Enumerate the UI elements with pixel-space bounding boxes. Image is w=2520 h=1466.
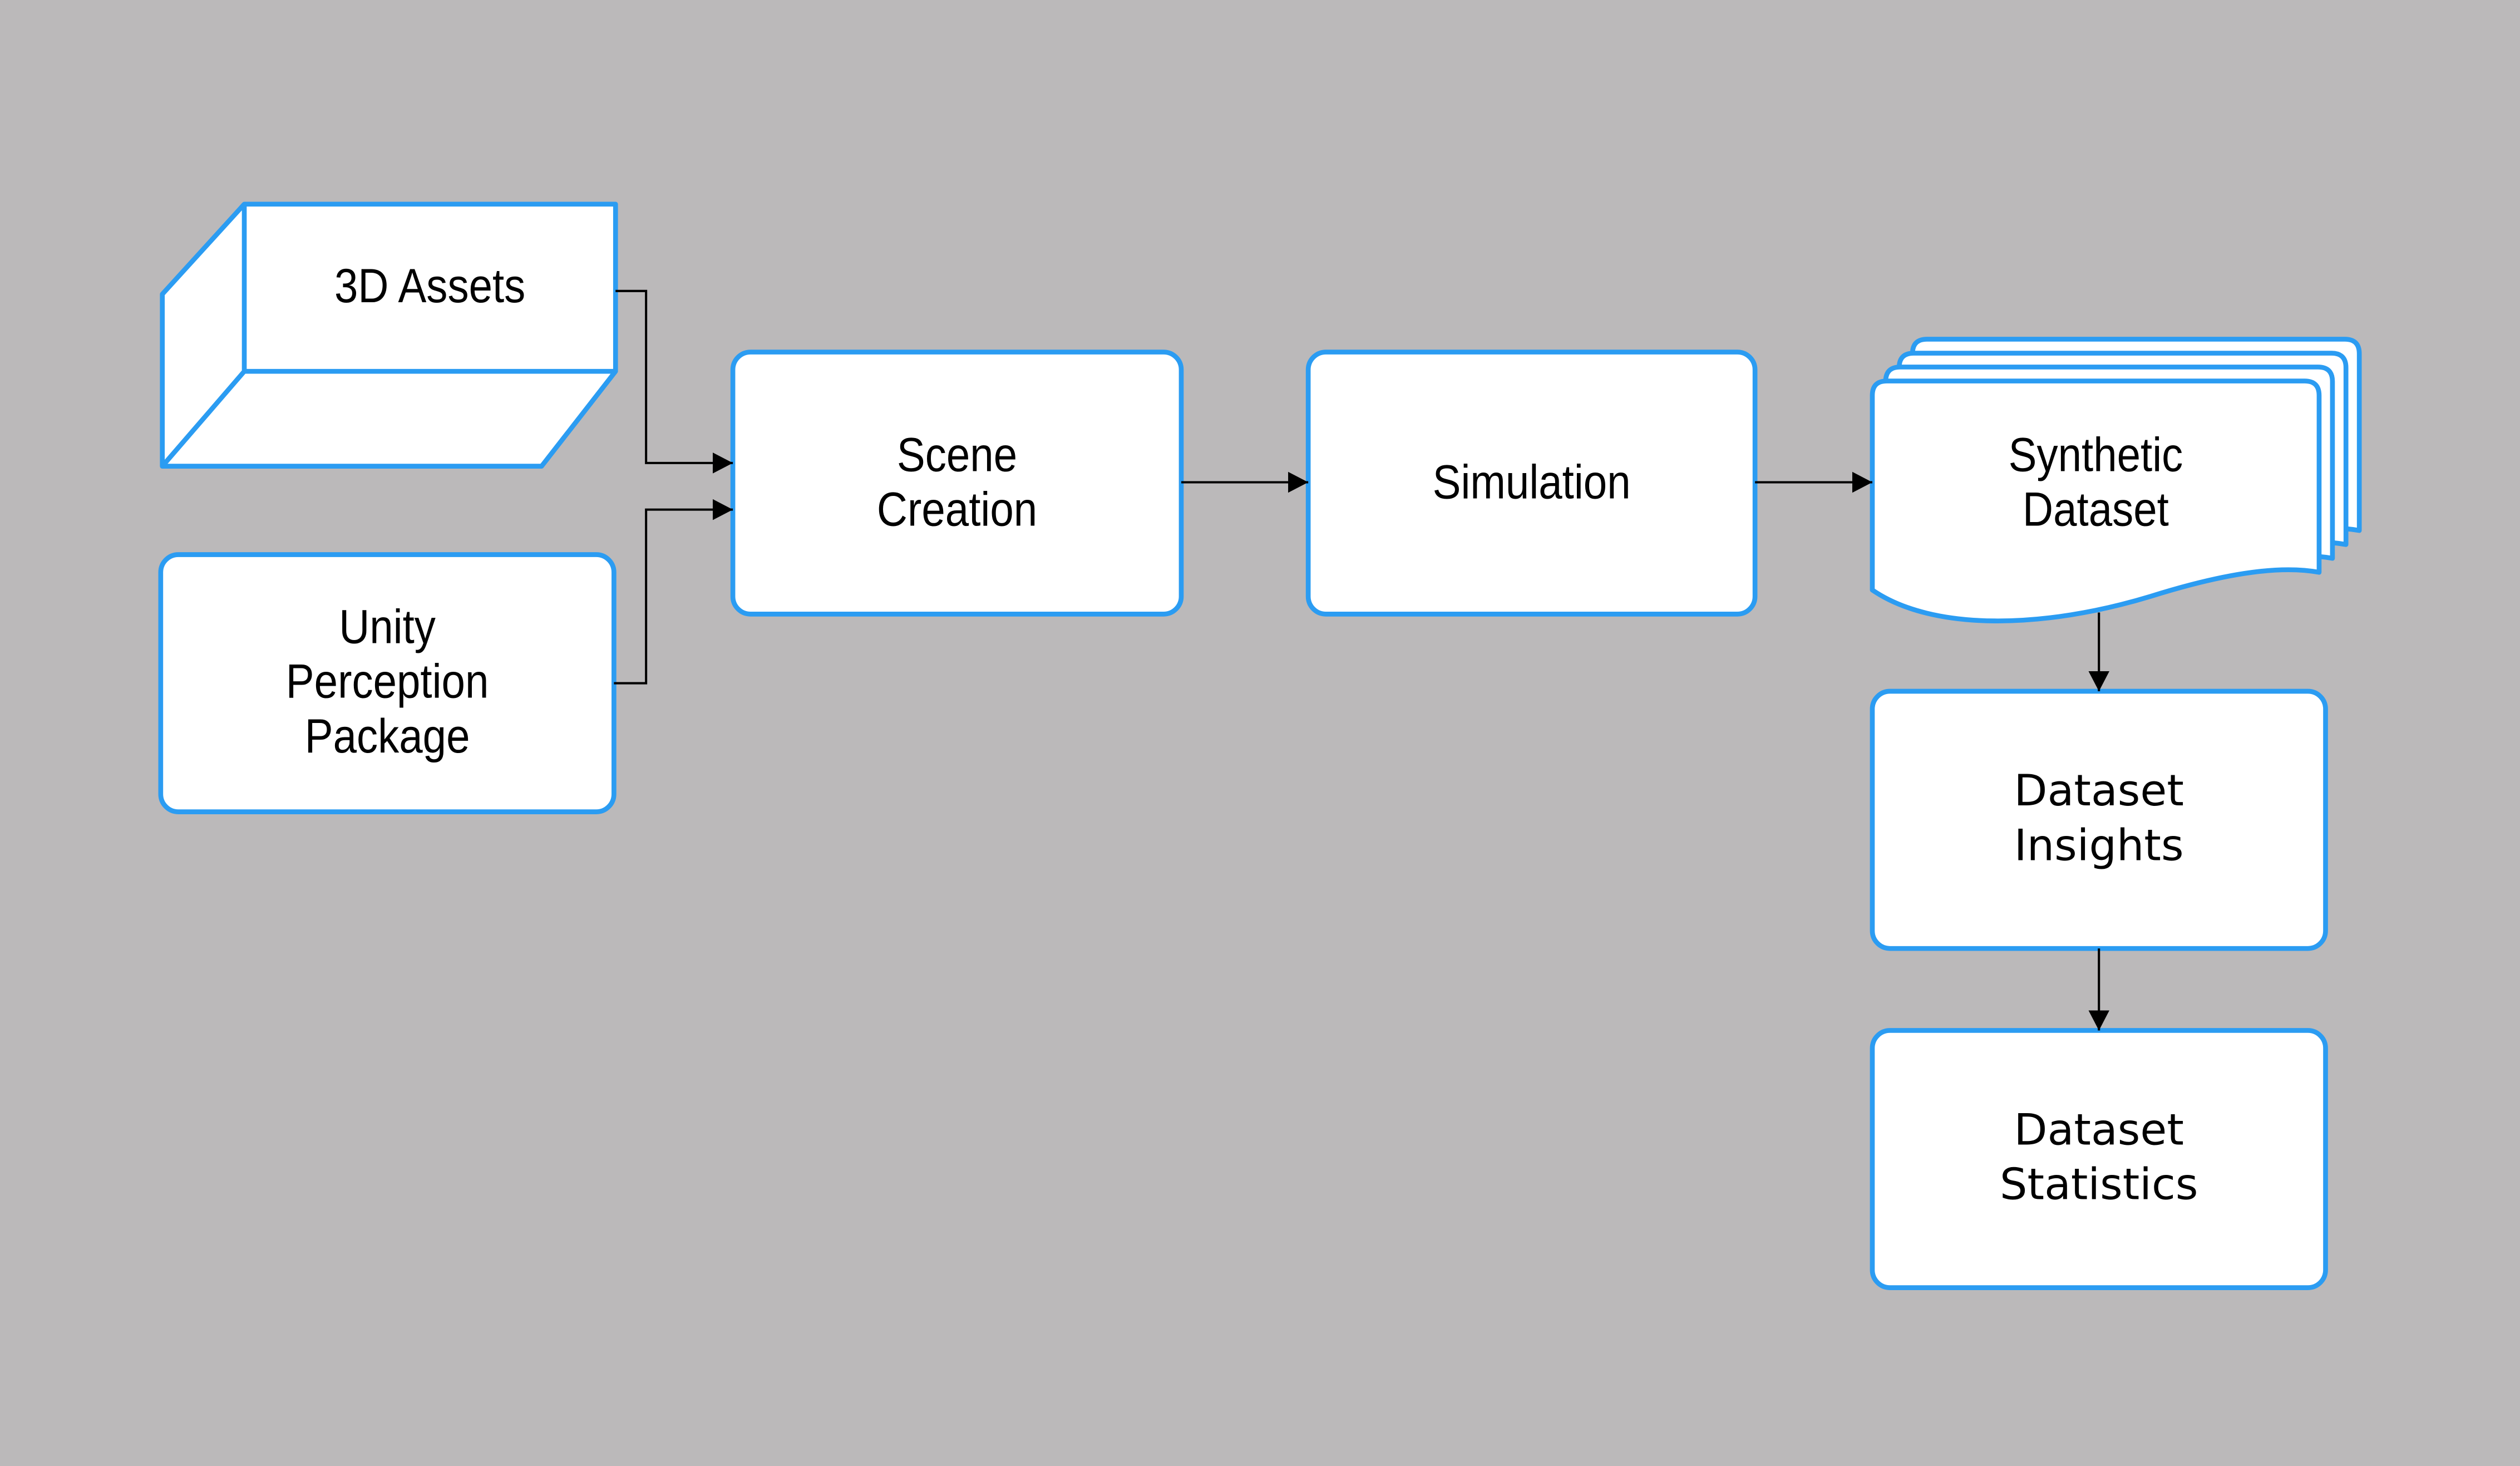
node-shape-synthetic-dataset: [1870, 337, 2362, 623]
node-label-3d-assets: 3D Assets: [334, 260, 526, 314]
node-label-simulation: Simulation: [1432, 455, 1631, 509]
node-shape-unity-perception-package: [158, 552, 617, 814]
edge-unity-package-to-scene-creation: [614, 499, 733, 685]
node-label-synthetic-dataset: Synthetic Dataset: [2008, 429, 2183, 537]
edge-3d-assets-to-scene-creation: [615, 289, 733, 474]
node-label-scene-creation: Scene Creation: [876, 428, 1038, 537]
node-label-dataset-insights: Dataset Insights: [2014, 766, 2184, 872]
node-shape-3d-assets: [160, 201, 618, 469]
node-label-dataset-statistics: Dataset Statistics: [1999, 1106, 2198, 1211]
document-page-front: [1870, 378, 2322, 623]
node-label-unity-perception-package: Unity Perception Package: [285, 601, 489, 764]
3d-box-inner-edges: [160, 204, 616, 468]
3d-box-outline: [160, 201, 618, 469]
